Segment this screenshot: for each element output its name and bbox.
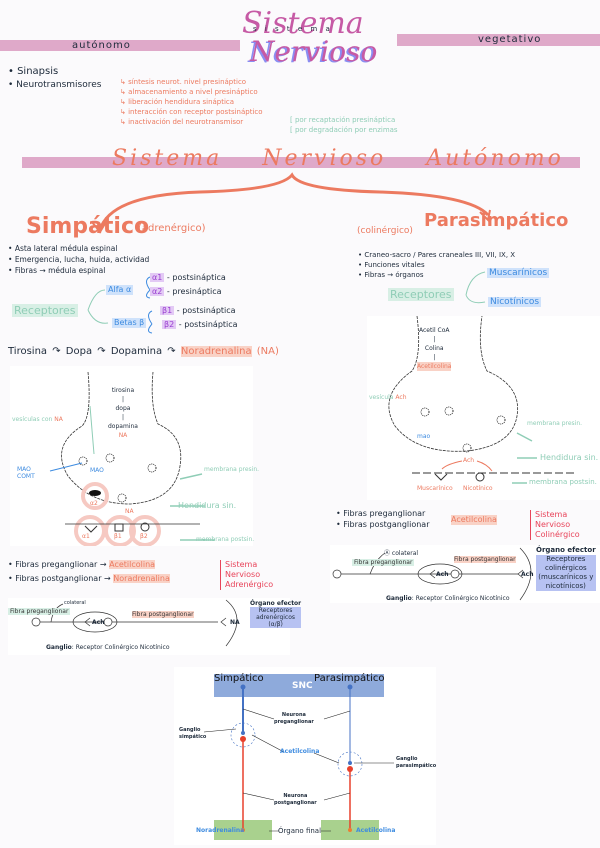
collateral-label: Ⓐ colateral xyxy=(384,550,419,557)
beta-label: Betas β xyxy=(112,318,147,328)
alpha-label: Alfa α xyxy=(106,285,134,295)
mao-label: MAO xyxy=(90,467,104,474)
title-bottom: Nervioso xyxy=(250,35,378,68)
acetylcholine-label: Acetilcolina xyxy=(280,748,320,755)
simpatico-subtitle: (adrenérgico) xyxy=(138,223,206,234)
synapse-drawing xyxy=(49,371,215,546)
beta2-receptor: β2 xyxy=(140,533,148,540)
simpatico-receptores-label: Receptores xyxy=(12,304,78,317)
postsyn-membrane-label: membrana postsin. xyxy=(196,536,255,543)
post-fiber-label: Fibra postganglionar xyxy=(454,556,516,563)
cleft-label: Hendidura sin. xyxy=(540,453,599,462)
banner-bar xyxy=(22,157,580,168)
parasimpatico-bullets: • Craneo-sacro / Pares craneales III, VI… xyxy=(358,251,516,279)
collateral-label: colateral xyxy=(64,600,86,606)
ach-effector-label: Ach xyxy=(521,571,534,578)
post-fiber-label: Fibra postganglionar xyxy=(132,611,194,618)
postsyn-membrane-label: membrana postsin. xyxy=(529,478,597,486)
inactivation-list: [ por recaptación presináptica [ por deg… xyxy=(290,116,398,134)
simpatico-title: Simpático xyxy=(26,214,150,239)
parasimpatico-nt: Acetilcolina xyxy=(451,515,497,525)
vesicle-label: vesícula Ach xyxy=(369,394,407,401)
parasimpatico-fibers: • Fibras preganglionar • Fibras postgang… xyxy=(336,509,430,529)
snc-label: SNC xyxy=(292,681,313,691)
final-organ-label: Órgano final xyxy=(278,827,322,835)
receptor-alpha2: α2 - presináptica xyxy=(150,287,222,296)
presyn-membrane-label: membrana presin. xyxy=(204,466,260,473)
autonomo-bar xyxy=(0,40,240,51)
bullet-neurotransmisores: • Neurotransmisores xyxy=(8,80,102,90)
pre-fiber-label: Fibra preganglionar xyxy=(352,559,415,566)
nicotinic-label: Nicotínico xyxy=(463,485,493,492)
autonomo-label: autónomo xyxy=(72,40,131,51)
neurotransmission-steps: ↳ síntesis neurot. nivel presináptico ↳ … xyxy=(120,78,263,126)
title-small: s i s t e m a xyxy=(253,25,333,33)
ach-label: Ach xyxy=(92,619,105,626)
snc-box xyxy=(214,674,384,697)
muscarinic-label: Muscarínico xyxy=(417,485,453,492)
bullet-sinapsis: • Sinapsis xyxy=(8,66,59,77)
mao-label: mao xyxy=(417,433,431,440)
title-top: Sistema xyxy=(242,6,364,41)
receptor-alpha1: α1 - postsináptica xyxy=(150,273,226,282)
parasimpatico-subtitle: (colinérgico) xyxy=(357,226,413,236)
parasympathetic-synapse-diagram: Acetil CoA|Colina|Acetilcolina vesícula … xyxy=(367,316,600,500)
vesicles-label: vesículas con NA xyxy=(12,416,63,423)
receptor-beta1: β1 - postsináptica xyxy=(160,306,236,315)
sympathetic-ganglion-diagram: Fibra preganglionar colateral Fibra post… xyxy=(8,598,302,655)
vegetativo-bar xyxy=(397,34,600,46)
simpatico-bullets: • Asta lateral médula espinal • Emergenc… xyxy=(8,244,150,275)
vegetativo-label: vegetativo xyxy=(478,34,542,45)
pathway-lines xyxy=(203,684,394,832)
alpha1-receptor: α1 xyxy=(82,533,90,540)
receptor-beta2: β2 - postsináptica xyxy=(162,320,238,329)
simpatico-header: Simpático xyxy=(214,673,264,684)
beta1-receptor: β1 xyxy=(114,533,122,540)
noradrenaline-output: Noradrenalina xyxy=(196,827,245,834)
na-cleft: NA xyxy=(125,508,134,515)
na-label: NA xyxy=(230,619,240,626)
muscarinic-receptor: Muscarínicos xyxy=(487,268,550,278)
pre-fiber-label: Fibra preganglionar xyxy=(8,608,71,615)
ach-cleft: Ach xyxy=(463,457,475,464)
parasimpatico-receptores-label: Receptores xyxy=(388,288,454,301)
ganglion-caption: Ganglio: Receptor Colinérgico Nicotínico xyxy=(46,644,170,651)
catecholamine-chain: Tirosina ↷ Dopa ↷ Dopamina ↷ Noradrenali… xyxy=(8,346,279,357)
parasympathetic-ganglion-diagram: Ⓐ colateral Fibra preganglionar Fibra po… xyxy=(330,545,600,603)
ach-label: Ach xyxy=(436,571,449,578)
simpatico-fibers: • Fibras preganglionar → Acetilcolina • … xyxy=(8,560,170,583)
effector-organ: Órgano efector Receptores adrenérgicos (… xyxy=(250,600,302,628)
ach-synthesis-chain: Acetil CoA|Colina|Acetilcolina xyxy=(417,327,452,371)
parasimpatico-header: Parasimpático xyxy=(314,673,385,684)
cleft-label: Hendidura sin. xyxy=(178,501,237,510)
nicotinic-receptor: Nicotínicos xyxy=(488,297,542,307)
presyn-membrane-label: membrana presin. xyxy=(527,420,583,427)
ganglion-caption: Ganglio: Receptor Colinérgico Nicotínico xyxy=(386,595,510,602)
acetylcholine-output: Acetilcolina xyxy=(356,827,396,834)
alpha2-receptor: α2 xyxy=(90,500,98,507)
banner-title: Sistema Nervioso Autónomo xyxy=(112,146,564,171)
effector-organ: Órgano efector Receptores colinérgicos (… xyxy=(536,546,596,591)
parasimpatico-title: Parasimpático xyxy=(424,210,569,231)
